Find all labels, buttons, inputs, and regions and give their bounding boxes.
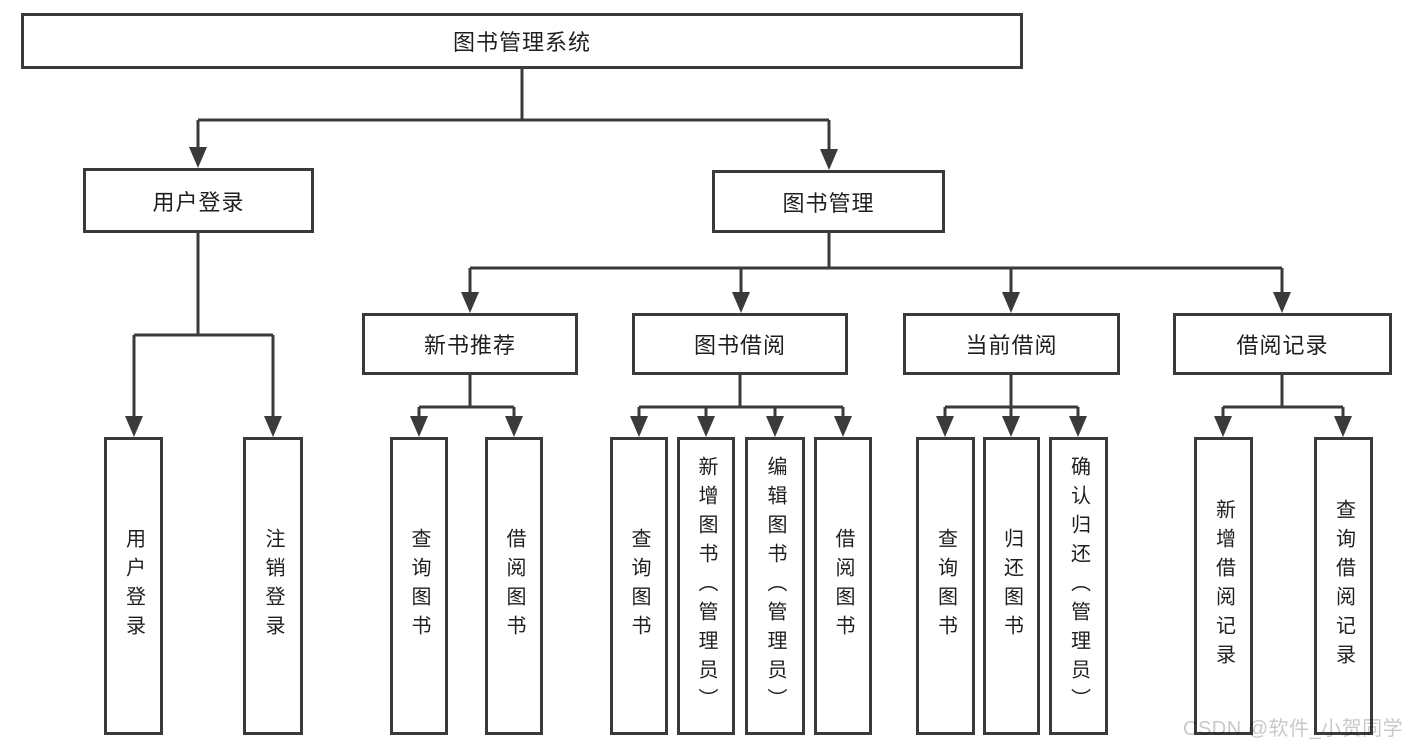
node-user-login: 用户登录: [83, 168, 314, 233]
node-label: 借阅记录: [1236, 333, 1329, 358]
node-new-book-recommendation: 新书推荐: [362, 313, 578, 375]
leaf-confirm-return-admin: 确认归还（管理员）: [1049, 437, 1108, 735]
leaf-query-books-current: 查询图书: [916, 437, 975, 735]
leaf-borrow-books: 借阅图书: [814, 437, 872, 735]
node-label: 用户登录: [122, 528, 145, 644]
node-label: 新书推荐: [423, 333, 516, 358]
node-label: 当前借阅: [965, 333, 1058, 358]
leaf-query-books-borrowing: 查询图书: [610, 437, 668, 735]
node-label: 编辑图书（管理员）: [764, 455, 786, 717]
node-label: 图书管理: [782, 190, 875, 216]
node-label: 查询图书: [934, 528, 957, 644]
node-label: 用户登录: [152, 189, 245, 215]
leaf-query-books-recommendation: 查询图书: [390, 437, 448, 735]
node-library-management-system: 图书管理系统: [21, 13, 1023, 69]
node-label: 查询图书: [408, 528, 430, 644]
node-label: 借阅图书: [832, 528, 854, 644]
node-label: 查询借阅记录: [1332, 499, 1355, 673]
leaf-add-books-admin: 新增图书（管理员）: [677, 437, 735, 735]
node-book-borrowing: 图书借阅: [632, 313, 848, 375]
node-current-borrowing: 当前借阅: [903, 313, 1120, 375]
leaf-logout: 注销登录: [243, 437, 303, 735]
leaf-return-books: 归还图书: [983, 437, 1040, 735]
csdn-watermark: CSDN @软件_小贺同学: [1183, 718, 1404, 740]
node-book-management: 图书管理: [712, 170, 945, 233]
node-label: 图书管理系统: [452, 30, 591, 55]
node-label: 确认归还（管理员）: [1067, 455, 1090, 717]
node-label: 图书借阅: [693, 333, 786, 358]
leaf-edit-books-admin: 编辑图书（管理员）: [745, 437, 805, 735]
leaf-query-borrowing-record: 查询借阅记录: [1314, 437, 1373, 735]
node-label: 新增借阅记录: [1212, 499, 1235, 673]
leaf-add-borrowing-record: 新增借阅记录: [1194, 437, 1253, 735]
leaf-borrow-books-recommendation: 借阅图书: [485, 437, 543, 735]
node-label: 新增图书（管理员）: [695, 455, 717, 717]
node-label: 查询图书: [628, 528, 650, 644]
node-borrowing-records: 借阅记录: [1173, 313, 1392, 375]
leaf-user-login: 用户登录: [104, 437, 163, 735]
node-label: 注销登录: [262, 528, 284, 644]
node-label: 借阅图书: [503, 528, 525, 644]
node-label: 归还图书: [1000, 528, 1023, 644]
